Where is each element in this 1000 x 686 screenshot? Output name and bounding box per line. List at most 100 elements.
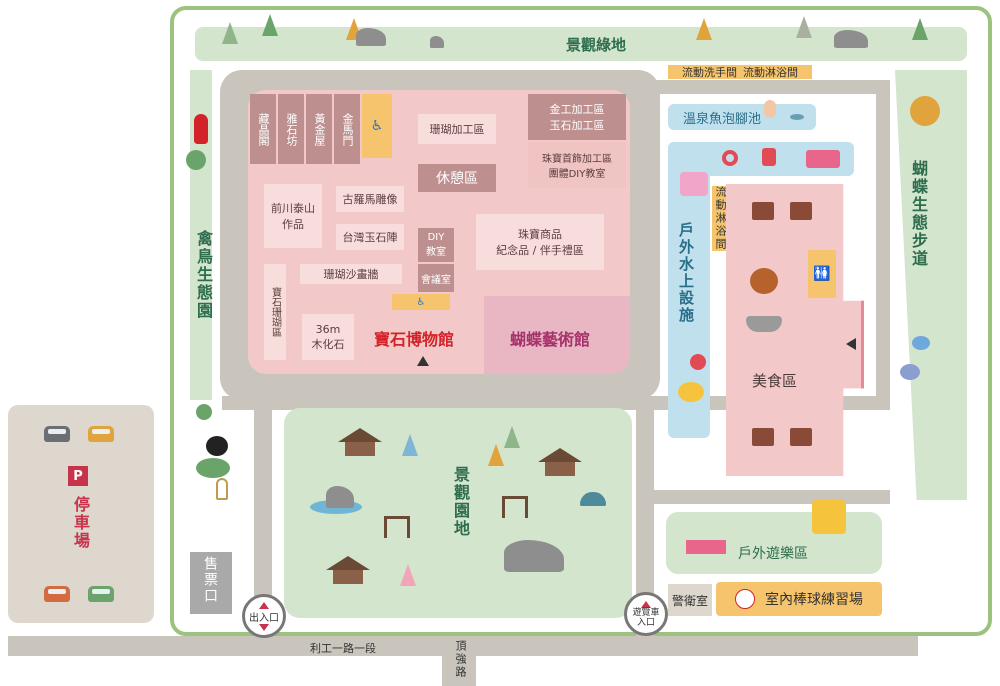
car-icon — [44, 426, 70, 442]
room-meeting[interactable]: 會議室 — [418, 264, 454, 292]
roast-chicken-icon — [750, 268, 778, 294]
room-gold-jade[interactable]: 金工加工區 玉石加工區 — [528, 94, 626, 140]
parking-sign-icon: P — [68, 466, 88, 486]
arrow-up-icon — [641, 600, 651, 608]
gem-museum-title: 寶石博物館 — [374, 330, 455, 349]
mobile-shower-vertical-label: 流動淋浴間 — [712, 186, 728, 251]
tree-icon — [910, 96, 940, 126]
diy-label: DIY — [427, 232, 445, 243]
butterfly-museum-title[interactable]: 蝴蝶藝術館 — [510, 330, 591, 349]
swing-icon — [384, 516, 410, 538]
bird-park-text: 禽鳥生態園 — [194, 230, 213, 320]
arrow-up-icon — [259, 601, 269, 609]
room-wood-fossil[interactable]: 36m 木化石 — [302, 314, 354, 360]
car-icon — [88, 586, 114, 602]
palm-tree-icon — [196, 404, 212, 420]
mobile-facilities-banner[interactable]: 流動洗手間 流動淋浴間 — [668, 65, 812, 79]
tree-icon — [504, 426, 520, 448]
fossil-name-label: 木化石 — [311, 337, 345, 351]
food-entrance-arrow-icon — [846, 338, 856, 350]
side-road — [442, 636, 476, 686]
butterfly-icon — [900, 364, 920, 380]
bus-entrance-label-1: 遊覽車 — [632, 607, 660, 618]
pavilion-icon — [538, 448, 582, 462]
flags-icon — [686, 540, 726, 554]
food-stall-icon — [752, 428, 774, 446]
bus-entrance-marker[interactable]: 遊覽車 入口 — [624, 592, 668, 636]
tree-icon — [400, 564, 416, 586]
road-internal-4 — [636, 396, 654, 636]
park-boundary — [170, 6, 992, 636]
mobile-wash-label: 流動洗手間 — [682, 66, 737, 79]
bird-park-label: 禽鳥生態園 — [189, 70, 213, 400]
palm-tree-icon — [186, 150, 206, 170]
main-entrance-label: 出入口 — [249, 612, 279, 624]
jade-work-label: 玉石加工區 — [549, 119, 605, 132]
palm-tree-icon — [196, 458, 230, 478]
room-huang-jin-wu[interactable]: 黃金屋 — [306, 94, 332, 164]
rock-icon — [430, 36, 444, 48]
rubber-duck-icon — [678, 382, 704, 402]
tree-icon — [402, 434, 418, 456]
rock-icon — [504, 540, 564, 572]
beach-ball-icon — [690, 354, 706, 370]
accessibility-icon: ♿ — [416, 296, 426, 308]
arrow-down-icon — [259, 623, 269, 631]
parking-lot[interactable] — [8, 405, 154, 623]
lifebuoy-icon — [722, 150, 738, 166]
tree-icon — [262, 14, 278, 36]
room-taiwan-jade[interactable]: 台灣玉石陣 — [336, 224, 404, 250]
room-coral-work[interactable]: 珊瑚加工區 — [418, 114, 496, 144]
main-road-label: 利工一路一段 — [310, 642, 376, 655]
tree-icon — [912, 18, 928, 40]
road-internal-3 — [254, 396, 272, 636]
cooking-pot-icon — [746, 316, 782, 332]
foot-spa-label: 溫泉魚泡腳池 — [682, 111, 761, 127]
shower-icon — [762, 148, 776, 166]
room-rest-area[interactable]: 休憩區 — [418, 164, 496, 192]
tree-icon — [696, 18, 712, 40]
parking-label: 停車場 — [71, 496, 90, 550]
fossil-size-label: 36m — [315, 322, 341, 336]
room-ya-shi-fang[interactable]: 雅石坊 — [278, 94, 304, 164]
rock-icon — [326, 486, 354, 508]
road-internal-7 — [654, 490, 890, 504]
fish-icon — [790, 114, 804, 120]
jewel-goods-label: 珠寶商品 — [518, 228, 562, 241]
group-diy-label: 團體DIY教室 — [548, 169, 606, 180]
food-court-area[interactable] — [726, 184, 864, 476]
road-internal-5 — [654, 80, 890, 94]
foot-icon — [764, 100, 776, 118]
facilities-bar[interactable]: ♿ — [392, 294, 450, 310]
rock-icon — [834, 30, 868, 48]
road-internal-2 — [222, 396, 890, 410]
mushroom-tree-icon — [580, 492, 606, 506]
pavilion-icon — [338, 428, 382, 442]
room-diy-jewelry[interactable]: 珠寶首飾加工區 團體DIY教室 — [528, 142, 626, 188]
rock-icon — [356, 28, 386, 46]
room-maekawa[interactable]: 前川泰山 作品 — [264, 184, 322, 248]
room-coral-sand[interactable]: 珊瑚沙畫牆 — [300, 264, 402, 284]
side-road-label: 頂強路 — [454, 640, 467, 679]
room-jin-ma-men[interactable]: 金馬門 — [334, 94, 360, 164]
restroom-area[interactable]: ♿ — [362, 94, 392, 158]
main-entrance-marker[interactable]: 出入口 — [242, 594, 286, 638]
food-stall-icon — [752, 202, 774, 220]
guard-room[interactable]: 警衛室 — [668, 584, 712, 616]
room-cang-jing-ge[interactable]: 藏晶閣 — [250, 94, 276, 164]
butterfly-icon — [912, 336, 930, 350]
room-roman-statue[interactable]: 古羅馬雕像 — [336, 186, 404, 212]
room-jewel-goods[interactable]: 珠寶商品 紀念品 / 伴手禮區 — [476, 214, 604, 270]
swing-icon — [502, 496, 528, 518]
maekawa-label-1: 前川泰山 — [271, 202, 315, 215]
parrot-icon — [194, 114, 208, 144]
tree-icon — [222, 22, 238, 44]
pavilion-base — [545, 462, 575, 476]
scenic-green-label: 景觀綠地 — [565, 35, 626, 54]
ticket-office[interactable]: 售票口 — [190, 552, 232, 614]
room-diy-class[interactable]: DIY 教室 — [418, 228, 454, 262]
baseball-practice-area[interactable]: 室內棒球練習場 — [716, 582, 882, 616]
room-treasure-coral[interactable]: 寶石珊瑚區 — [264, 264, 286, 360]
baseball-practice-label: 室內棒球練習場 — [765, 592, 863, 608]
tree-icon — [796, 16, 812, 38]
